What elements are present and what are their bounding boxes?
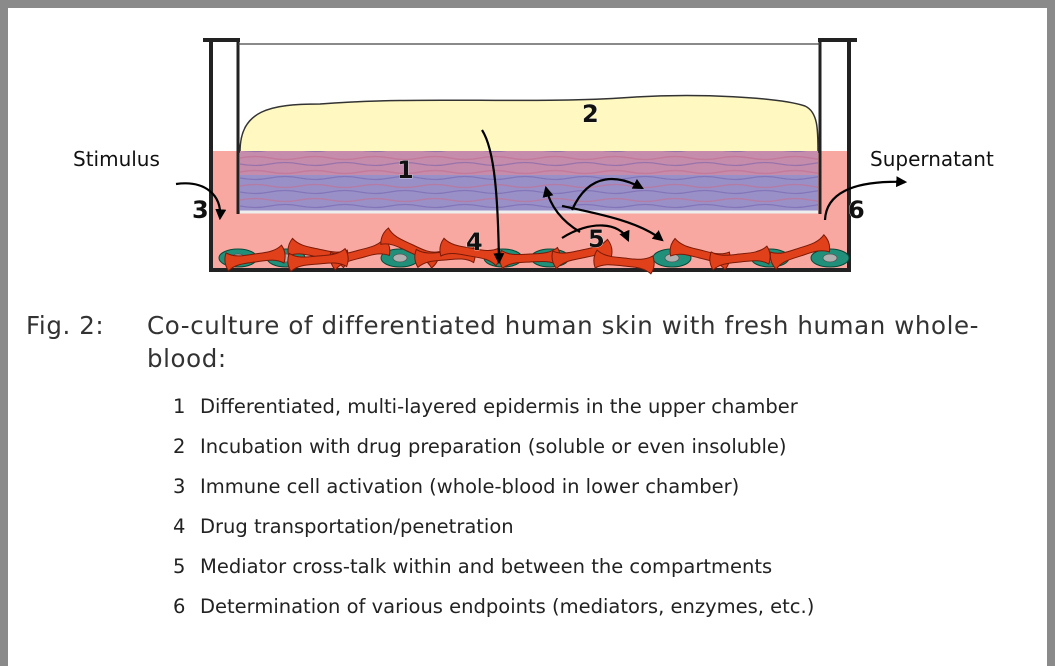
legend-item-number: 3 — [173, 467, 200, 507]
legend-item-text: Drug transportation/penetration — [200, 507, 514, 547]
legend-item-number: 4 — [173, 507, 200, 547]
legend-item-number: 2 — [173, 427, 200, 467]
legend-item-text: Differentiated, multi-layered epidermis … — [200, 387, 798, 427]
legend-item-text: Immune cell activation (whole-blood in l… — [200, 467, 739, 507]
legend-item-number: 5 — [173, 547, 200, 587]
drug-preparation-layer — [240, 96, 818, 152]
legend-item-text: Mediator cross-talk within and between t… — [200, 547, 772, 587]
upper-chamber-insert — [238, 40, 820, 214]
marker-1: 1 — [397, 156, 414, 184]
stimulus-label: Stimulus — [73, 147, 160, 171]
figure-title: Co-culture of differentiated human skin … — [147, 309, 1036, 375]
marker-3: 3 — [192, 196, 209, 224]
legend-item-number: 1 — [173, 387, 200, 427]
marker-2: 2 — [582, 100, 599, 128]
legend-item-text: Determination of various endpoints (medi… — [200, 587, 814, 627]
marker-5: 5 — [588, 225, 605, 253]
legend-item-text: Incubation with drug preparation (solubl… — [200, 427, 787, 467]
marker-6: 6 — [848, 196, 865, 224]
figure-caption: Fig. 2: Co-culture of differentiated hum… — [26, 309, 1036, 627]
marker-4: 4 — [466, 228, 483, 256]
figure-number: Fig. 2: — [26, 309, 147, 375]
caption-heading: Fig. 2: Co-culture of differentiated hum… — [26, 309, 1036, 375]
legend-item-number: 6 — [173, 587, 200, 627]
supernatant-label: Supernatant — [870, 147, 994, 171]
